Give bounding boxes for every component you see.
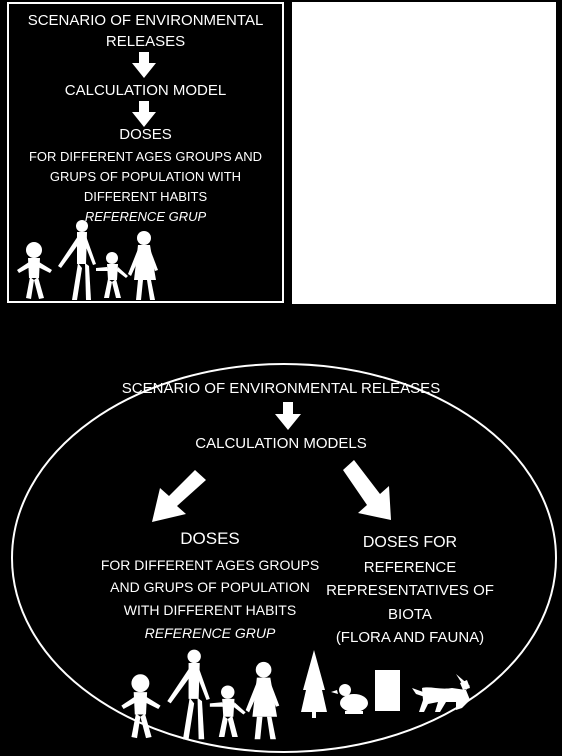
upper-scenario-line-2: RELEASES — [105, 33, 186, 50]
lower-right-line-2: REPRESENTATIVES OF — [326, 582, 494, 599]
duck-icon — [331, 684, 368, 714]
lower-left-reference: REFERENCE GRUP — [144, 625, 276, 641]
upper-arrow-1 — [132, 52, 156, 78]
upper-arrow-2 — [132, 101, 156, 127]
tree-icon — [301, 650, 327, 718]
lower-left-line-1: FOR DIFFERENT AGES GROUPS — [100, 557, 320, 573]
upper-reference-label: REFERENCE GRUP — [84, 209, 207, 224]
lower-right-line-4: (FLORA AND FAUNA) — [335, 629, 485, 646]
lower-left-line-3: WITH DIFFERENT HABITS — [123, 602, 297, 618]
blank-white-panel — [292, 2, 556, 304]
lower-ellipse-frame — [11, 363, 557, 753]
lower-right-doses-title: DOSES FOR — [362, 534, 458, 551]
lower-right-line-3: BIOTA — [388, 606, 432, 623]
upper-doses-line-1: FOR DIFFERENT AGES GROUPS AND — [28, 149, 263, 164]
lower-down-arrow — [275, 402, 301, 430]
upper-doses-title: DOSES — [119, 126, 172, 143]
upper-doses-line-2: GRUPS OF POPULATION WITH — [49, 169, 242, 184]
upper-family-icon — [17, 220, 158, 300]
lower-family-icon — [121, 649, 280, 740]
fox-icon — [412, 674, 470, 712]
upper-scenario-line-1: SCENARIO OF ENVIRONMENTAL — [27, 12, 264, 29]
upper-human-panel — [7, 2, 284, 303]
upper-model-label: CALCULATION MODEL — [64, 82, 227, 99]
lower-left-line-2: AND GRUPS OF POPULATION — [110, 579, 310, 595]
lower-right-line-1: REFERENCE — [363, 559, 457, 576]
lower-right-arrow — [343, 460, 391, 520]
lower-left-doses-title: DOSES — [180, 529, 240, 548]
lower-scenario-label: SCENARIO OF ENVIRONMENTAL RELEASES — [121, 380, 441, 397]
blank-rectangle-icon — [375, 670, 400, 711]
upper-doses-line-3: DIFFERENT HABITS — [83, 189, 208, 204]
lower-model-label: CALCULATION MODELS — [195, 435, 367, 452]
lower-left-arrow — [152, 470, 206, 522]
